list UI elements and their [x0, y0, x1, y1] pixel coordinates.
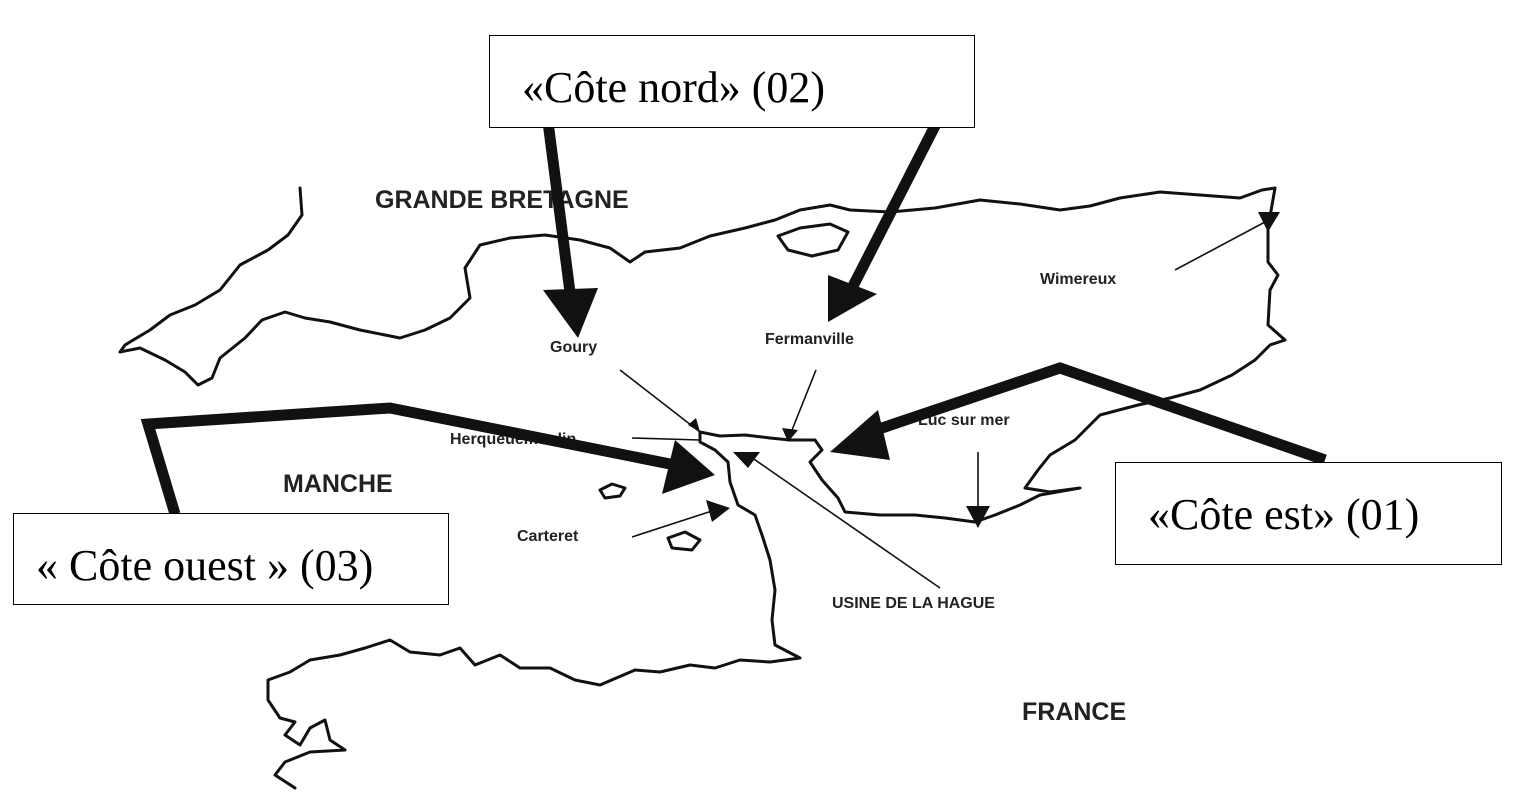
france-label: FRANCE	[1022, 698, 1126, 726]
cote-ouest-arrow-shaft	[140, 402, 692, 516]
isle-of-wight-outline	[776, 222, 850, 258]
grande-bretagne-label: GRANDE BRETAGNE	[375, 186, 629, 214]
wimereux-arrowhead	[1258, 212, 1280, 232]
cote-est-arrow-head	[830, 410, 890, 460]
cote-ouest-arrow-head	[662, 440, 715, 494]
cote-nord-arrow-left-shaft	[542, 121, 577, 301]
goury-label: Goury	[550, 339, 597, 356]
cote-nord-arrow-left-head	[543, 288, 598, 338]
luc-sur-mer-arrowhead	[966, 506, 990, 528]
goury-arrowhead	[688, 418, 700, 432]
cote-nord-callout: «Côte nord» (02)	[489, 35, 975, 128]
usine-arrowhead	[733, 452, 760, 468]
usine-leader-line	[747, 454, 941, 589]
carteret-label: Carteret	[517, 528, 579, 545]
wimereux-label: Wimereux	[1040, 271, 1116, 288]
fermanville-arrowhead	[782, 428, 798, 442]
jersey-island	[666, 530, 702, 552]
great-britain-coastline	[118, 186, 1277, 387]
cote-nord-arrow-right-shaft	[845, 119, 942, 295]
wimereux-leader-line	[1174, 221, 1266, 271]
fermanville-leader-line	[789, 369, 817, 436]
france-coastline	[266, 186, 1287, 790]
cote-est-arrow-shaft	[868, 362, 1327, 466]
cote-nord-arrow-right-head	[828, 275, 877, 322]
cote-ouest-callout: « Côte ouest » (03)	[13, 513, 449, 605]
goury-leader-line	[619, 369, 701, 433]
luc-sur-mer-label: Luc sur mer	[918, 412, 1010, 429]
usine-de-la-hague-label: USINE DE LA HAGUE	[832, 595, 995, 612]
herqueuemoulin-leader-line	[631, 437, 701, 441]
cote-est-callout: «Côte est» (01)	[1115, 462, 1502, 565]
carteret-leader-line	[631, 509, 716, 538]
carteret-arrowhead	[706, 500, 730, 522]
manche-label: MANCHE	[283, 470, 393, 498]
alderney-island	[598, 482, 627, 500]
fermanville-label: Fermanville	[765, 331, 854, 348]
